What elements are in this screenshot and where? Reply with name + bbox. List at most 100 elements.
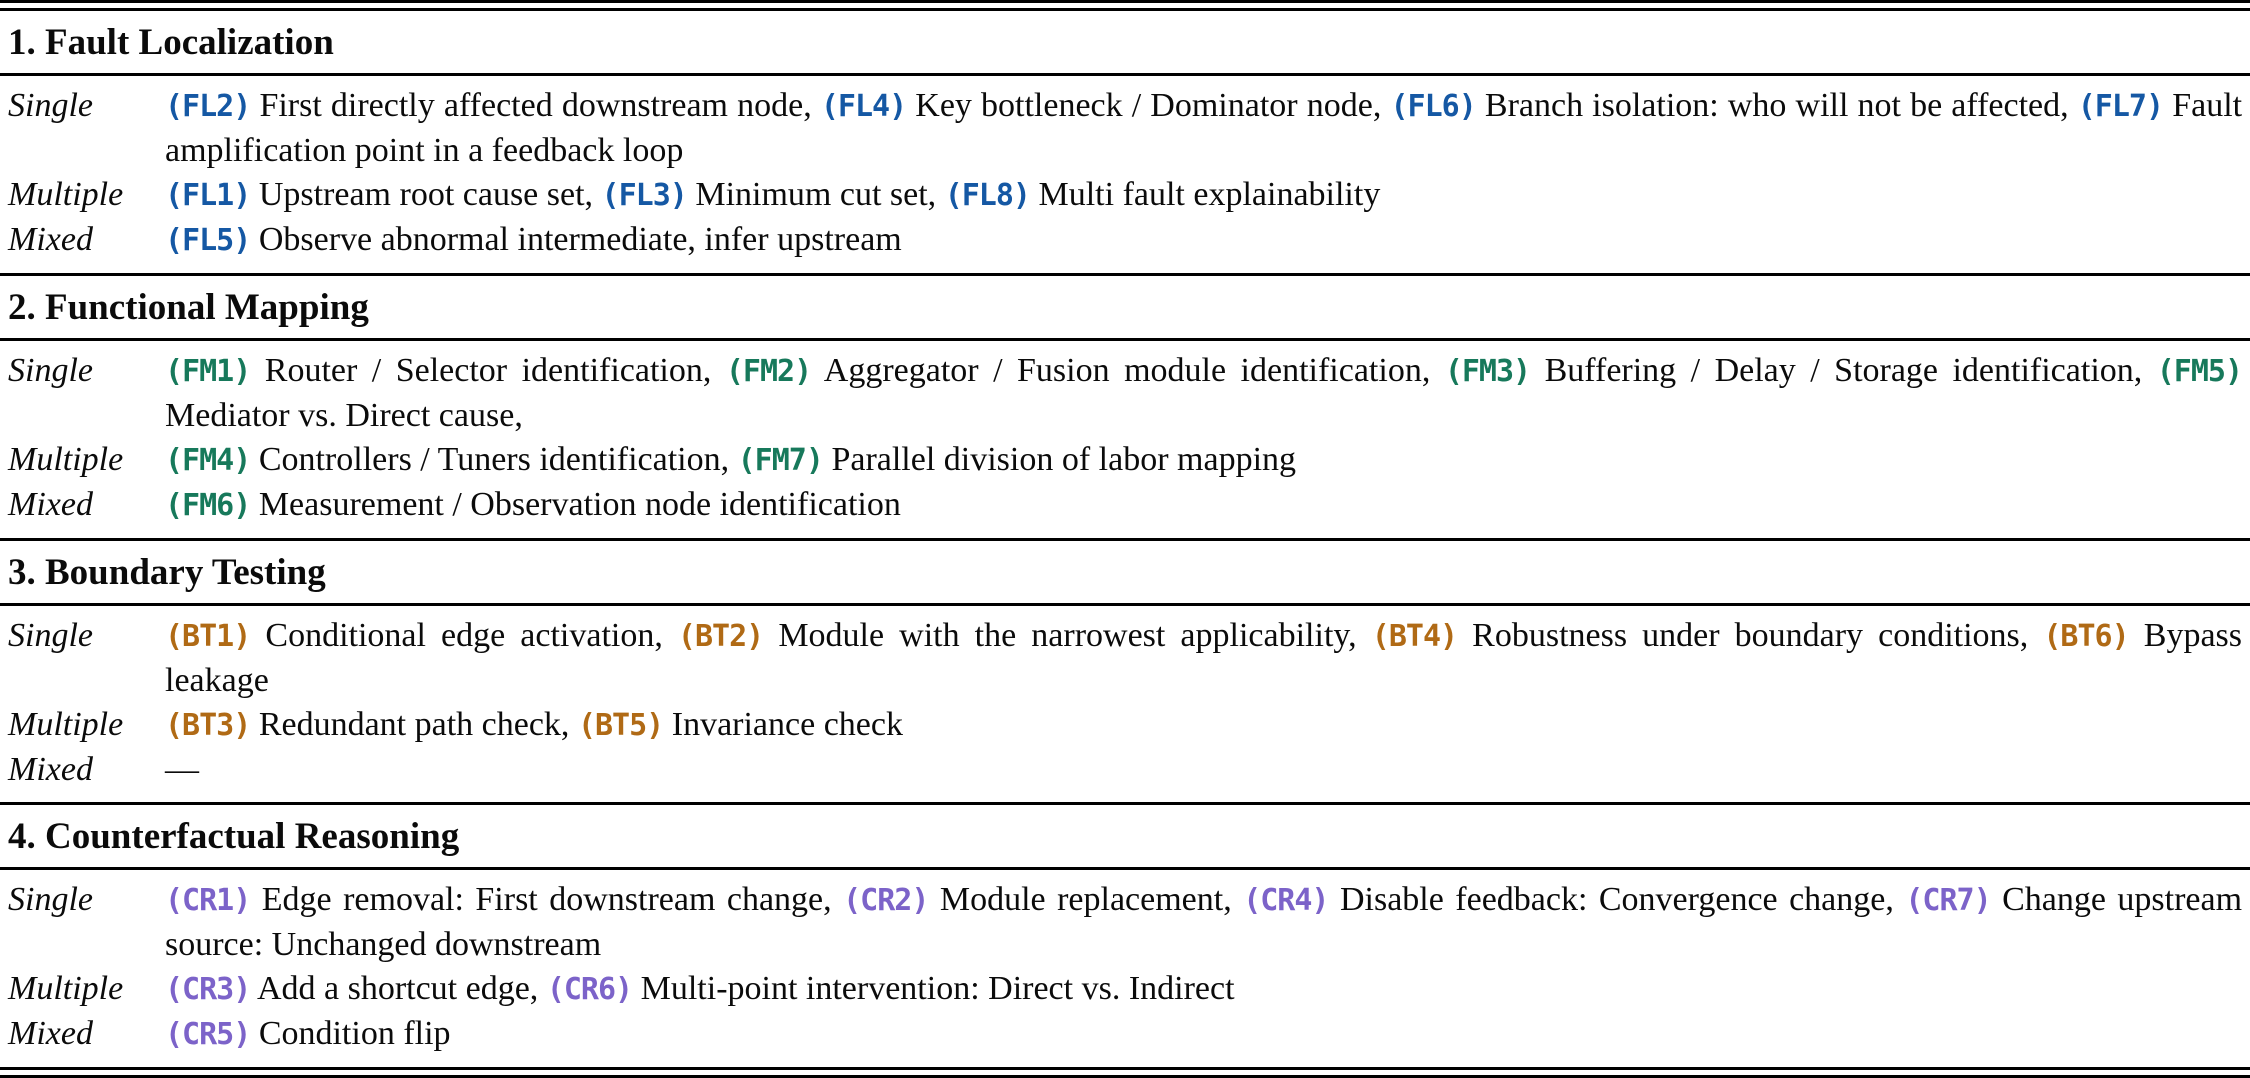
empty-cell-dash: — — [165, 751, 199, 788]
row-content: (BT1) Conditional edge activation, (BT2)… — [165, 614, 2246, 703]
task-code: (FL8) — [944, 178, 1031, 213]
task-desc: Parallel division of labor mapping — [831, 441, 1297, 478]
task-desc: Disable feedback: Convergence change, — [1339, 881, 1894, 918]
row-type-label: Mixed — [8, 486, 93, 523]
row-content: (FM4) Controllers / Tuners identificatio… — [165, 438, 2246, 483]
task-desc: Invariance check — [671, 706, 903, 743]
task-desc: Robustness under boundary conditions, — [1472, 617, 2029, 654]
task-desc: Upstream root cause set, — [258, 176, 594, 213]
section-fault-localization: 1. Fault Localization Single (FL2) First… — [0, 11, 2250, 276]
row-content: (CR1) Edge removal: First downstream cha… — [165, 878, 2246, 967]
task-code: (BT4) — [1371, 619, 1458, 654]
task-desc: Multi-point intervention: Direct vs. Ind… — [640, 970, 1235, 1007]
bottom-rule — [0, 1067, 2250, 1078]
task-code: (FM7) — [737, 443, 824, 478]
table-row: Mixed (CR5) Condition flip — [0, 1012, 2246, 1057]
task-desc: Key bottleneck / Dominator node, — [915, 87, 1382, 124]
row-type-label: Single — [8, 881, 93, 918]
task-desc: Fault amplification point in a feedback … — [165, 87, 2243, 169]
row-content: (FM6) Measurement / Observation node ide… — [165, 483, 2246, 528]
task-code: (CR4) — [1243, 883, 1329, 918]
task-desc: Conditional edge activation, — [265, 617, 663, 654]
task-desc: Aggregator / Fusion module identificatio… — [823, 352, 1431, 389]
task-code: (FL5) — [165, 223, 251, 258]
table-row: Mixed — — [0, 748, 2246, 792]
row-content: (CR3) Add a shortcut edge, (CR6) Multi-p… — [165, 967, 2246, 1012]
row-content: (FL1) Upstream root cause set, (FL3) Min… — [165, 173, 2246, 218]
task-desc: Measurement / Observation node identific… — [258, 486, 901, 523]
task-code: (CR3) — [165, 972, 251, 1007]
task-code: (BT1) — [165, 619, 251, 654]
section-rule — [0, 273, 2250, 276]
top-rule — [0, 0, 2250, 11]
header-rule — [0, 867, 2250, 870]
task-desc: Add a shortcut edge, — [256, 970, 539, 1007]
header-rule — [0, 338, 2250, 341]
section-boundary-testing: 3. Boundary Testing Single (BT1) Conditi… — [0, 541, 2250, 805]
row-type-label: Mixed — [8, 1015, 93, 1052]
section-functional-mapping: 2. Functional Mapping Single (FM1) Route… — [0, 276, 2250, 541]
task-desc: Minimum cut set, — [695, 176, 937, 213]
task-code: (CR1) — [165, 883, 251, 918]
row-type-label: Mixed — [8, 221, 93, 258]
row-type-label: Single — [8, 617, 93, 654]
task-desc: Redundant path check, — [258, 706, 570, 743]
task-desc: Module replacement, — [939, 881, 1232, 918]
task-code: (BT3) — [165, 708, 251, 743]
task-desc: Router / Selector identification, — [264, 352, 712, 389]
row-content: (BT3) Redundant path check, (BT5) Invari… — [165, 703, 2246, 748]
task-desc: Branch isolation: who will not be affect… — [1484, 87, 2069, 124]
header-rule — [0, 603, 2250, 606]
header-rule — [0, 73, 2250, 76]
task-desc: Condition flip — [258, 1015, 451, 1052]
task-desc: Multi fault explainability — [1038, 176, 1381, 213]
table-row: Single (FL2) First directly affected dow… — [0, 84, 2246, 173]
task-code: (FL4) — [820, 89, 907, 124]
task-code: (CR7) — [1905, 883, 1991, 918]
task-desc: Edge removal: First downstream change, — [261, 881, 832, 918]
row-type-label: Multiple — [8, 441, 124, 478]
task-code: (CR6) — [546, 972, 633, 1007]
section-rule — [0, 538, 2250, 541]
table-row: Single (FM1) Router / Selector identific… — [0, 349, 2246, 438]
task-code: (FL6) — [1390, 89, 1476, 124]
section-title: 1. Fault Localization — [8, 22, 334, 63]
task-code: (FM2) — [725, 354, 812, 389]
task-code: (FL3) — [601, 178, 688, 213]
task-code: (FL2) — [165, 89, 251, 124]
task-code: (FM5) — [2156, 354, 2243, 389]
row-type-label: Multiple — [8, 706, 124, 743]
row-content: (FM1) Router / Selector identification, … — [165, 349, 2246, 438]
task-code: (FM6) — [165, 488, 251, 523]
section-title: 2. Functional Mapping — [8, 287, 369, 328]
table-row: Multiple (FM4) Controllers / Tuners iden… — [0, 438, 2246, 483]
task-code: (FM1) — [165, 354, 251, 389]
row-type-label: Single — [8, 87, 93, 124]
section-rule — [0, 802, 2250, 805]
table-row: Single (CR1) Edge removal: First downstr… — [0, 878, 2246, 967]
row-type-label: Single — [8, 352, 93, 389]
table-row: Mixed (FL5) Observe abnormal intermediat… — [0, 218, 2246, 263]
task-desc: Bypass leakage — [165, 617, 2242, 699]
task-desc: Controllers / Tuners identification, — [258, 441, 730, 478]
section-counterfactual-reasoning: 4. Counterfactual Reasoning Single (CR1)… — [0, 805, 2250, 1078]
task-desc: Buffering / Delay / Storage identificati… — [1544, 352, 2143, 389]
task-code: (FL7) — [2077, 89, 2164, 124]
task-code: (BT6) — [2043, 619, 2129, 654]
row-content: (FL2) First directly affected downstream… — [165, 84, 2246, 173]
task-code: (FL1) — [165, 178, 251, 213]
task-desc: Change upstream source: Unchanged downst… — [165, 881, 2243, 963]
task-desc: First directly affected downstream node, — [259, 87, 812, 124]
row-content: (FL5) Observe abnormal intermediate, inf… — [165, 218, 2246, 263]
table-row: Single (BT1) Conditional edge activation… — [0, 614, 2246, 703]
row-type-label: Mixed — [8, 751, 93, 788]
row-type-label: Multiple — [8, 970, 124, 1007]
task-code: (FM3) — [1444, 354, 1531, 389]
task-code: (BT5) — [577, 708, 664, 743]
row-content: — — [165, 748, 2246, 792]
task-code: (BT2) — [677, 619, 764, 654]
task-desc: Mediator vs. Direct cause, — [165, 397, 523, 434]
row-type-label: Multiple — [8, 176, 124, 213]
table-row: Multiple (CR3) Add a shortcut edge, (CR6… — [0, 967, 2246, 1012]
section-title: 3. Boundary Testing — [8, 552, 326, 593]
